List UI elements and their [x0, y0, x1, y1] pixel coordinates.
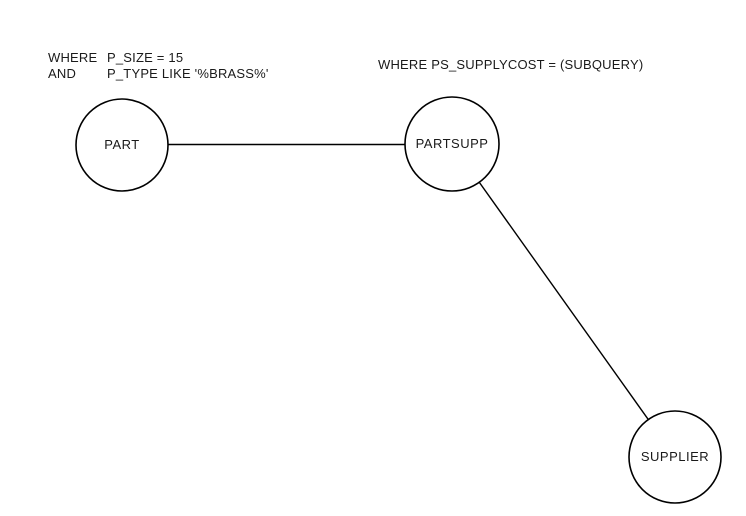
node-supplier-label: SUPPLIER — [641, 449, 709, 464]
node-part-circle — [75, 98, 169, 192]
part-filter-keyword-1: WHERE — [48, 50, 98, 65]
part-filter-row-2: AND P_TYPE LIKE '%BRASS%' — [48, 66, 269, 82]
node-partsupp-label: PARTSUPP — [416, 136, 489, 151]
node-part-label: PART — [104, 137, 139, 152]
node-supplier-circle — [628, 410, 722, 504]
node-partsupp-circle — [404, 96, 500, 192]
part-filter-keyword-2: AND — [48, 66, 77, 81]
edge-partsupp-supplier — [451, 143, 676, 458]
part-filter-condition-2: P_TYPE LIKE '%BRASS%' — [107, 66, 269, 81]
part-filter-condition-1: P_SIZE = 15 — [107, 50, 184, 65]
part-filter-annotation: WHERE P_SIZE = 15 AND P_TYPE LIKE '%BRASS%… — [48, 50, 269, 82]
part-filter-row-1: WHERE P_SIZE = 15 — [48, 50, 269, 66]
partsupp-filter-annotation: WHERE PS_SUPPLYCOST = (SUBQUERY) — [378, 57, 644, 72]
